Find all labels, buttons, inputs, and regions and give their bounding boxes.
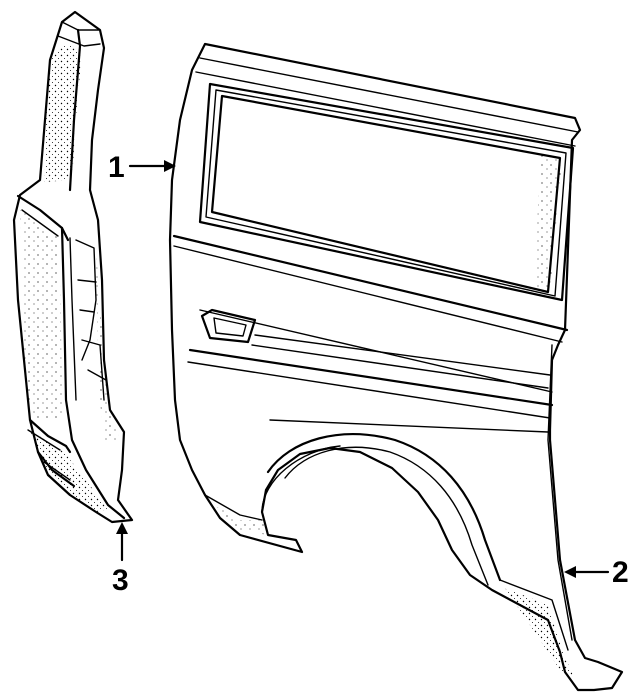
- callout-1-label: 1: [108, 151, 125, 184]
- side-panel: [168, 42, 624, 692]
- callout-3: 3: [112, 522, 129, 597]
- callout-1: 1: [108, 151, 176, 184]
- callout-2-arrowhead: [564, 566, 576, 578]
- callout-2: 2: [564, 556, 629, 589]
- callout-3-arrowhead: [116, 522, 128, 534]
- pillar-trim: [12, 10, 134, 524]
- callout-2-label: 2: [612, 556, 629, 589]
- callout-3-label: 3: [112, 564, 129, 597]
- callout-1-arrowhead: [164, 160, 176, 172]
